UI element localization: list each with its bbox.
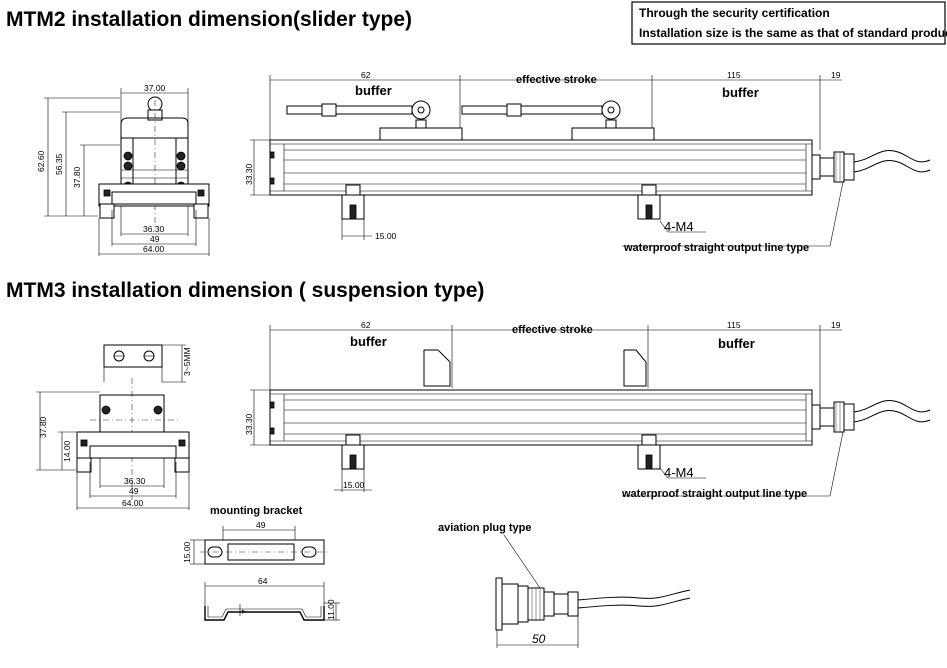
dim-37-height-mtm3: 37.80 xyxy=(38,416,48,438)
mtm2-title: MTM2 installation dimension(slider type) xyxy=(6,8,412,31)
buffer-left-label: buffer xyxy=(355,83,392,98)
cable-note-mtm3: waterproof straight output line type xyxy=(621,488,807,500)
certification-notes: Through the security certification Insta… xyxy=(631,1,947,45)
screw-spec-mtm3: 4-M4 xyxy=(664,465,694,480)
dim-37-width: 37.00 xyxy=(144,83,166,93)
profile-height-value-mtm3: 33.30 xyxy=(244,413,254,435)
note-install-size: Installation size is the same as that of… xyxy=(639,26,947,40)
cable-note: waterproof straight output line type xyxy=(623,242,809,254)
mtm2-side-view: 62 buffer effective stroke 115 buffer 19 xyxy=(244,70,931,254)
gap-value: 3~5MM xyxy=(182,347,192,376)
dim-36-width-mtm3: 36.30 xyxy=(124,476,146,486)
buffer-right-label: buffer xyxy=(722,85,759,100)
buffer-left-value-mtm3: 62 xyxy=(361,320,371,330)
foot-width-value: 15.00 xyxy=(375,231,397,241)
bracket-width-64: 64 xyxy=(258,576,268,586)
mounting-bracket-view: mounting bracket 49 15.00 64 7 11.00 xyxy=(182,505,340,621)
buffer-left-label-mtm3: buffer xyxy=(350,334,387,349)
effective-stroke-label-mtm3: effective stroke xyxy=(512,324,593,336)
bracket-height-7: 7 xyxy=(240,609,250,614)
end-length-value: 19 xyxy=(831,70,841,80)
buffer-left-value: 62 xyxy=(361,70,371,80)
dim-64-width-mtm3: 64.00 xyxy=(122,498,144,508)
aviation-plug-view: aviation plug type 50 xyxy=(438,522,691,648)
bracket-width-49: 49 xyxy=(256,520,266,530)
bracket-height-15: 15.00 xyxy=(182,541,192,563)
end-length-value-mtm3: 19 xyxy=(831,320,841,330)
buffer-right-label-mtm3: buffer xyxy=(718,336,755,351)
mtm3-side-view: 62 buffer effective stroke 115 buffer 19… xyxy=(244,320,931,500)
mtm3-title: MTM3 installation dimension ( suspension… xyxy=(6,279,484,302)
profile-height-value: 33.30 xyxy=(244,163,254,185)
dim-37-height: 37.80 xyxy=(72,166,82,188)
bracket-height-11: 11.00 xyxy=(326,599,336,620)
screw-spec: 4-M4 xyxy=(664,219,694,234)
bracket-title: mounting bracket xyxy=(210,505,303,517)
buffer-right-value: 115 xyxy=(727,70,741,80)
dim-62-height: 62.60 xyxy=(36,150,46,172)
plug-length-value: 50 xyxy=(532,632,546,646)
foot-width-value-mtm3: 15.00 xyxy=(343,480,365,490)
dim-49-width-mtm3: 49 xyxy=(129,486,139,496)
dim-36-width: 36.30 xyxy=(143,224,165,234)
plug-title: aviation plug type xyxy=(438,522,532,534)
dim-49-width: 49 xyxy=(150,234,160,244)
mtm3-front-view: 3~5MM 37.80 14.00 36.30 49 64.00 xyxy=(36,344,192,510)
effective-stroke-label: effective stroke xyxy=(516,74,597,86)
mtm2-front-view: 37.00 62.60 56.35 37.80 xyxy=(36,83,210,256)
dim-14-height: 14.00 xyxy=(62,440,72,462)
note-certification: Through the security certification xyxy=(639,6,830,20)
buffer-right-value-mtm3: 115 xyxy=(727,320,741,330)
dim-56-height: 56.35 xyxy=(54,153,64,175)
dim-64-width: 64.00 xyxy=(143,244,165,254)
